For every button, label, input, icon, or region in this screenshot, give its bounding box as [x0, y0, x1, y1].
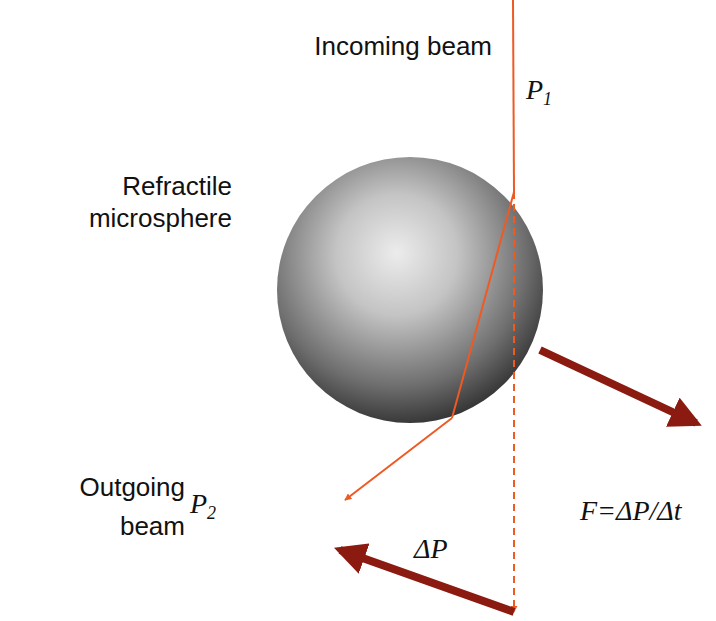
momentum-change-label: ΔP: [414, 535, 474, 563]
force-arrow: [540, 350, 696, 423]
outgoing-beam-line: [345, 418, 452, 500]
label-holder: Refractile microsphere: [32, 170, 232, 234]
momentum-symbol: P2: [190, 490, 240, 522]
label-holder: F=ΔP/Δt: [580, 497, 710, 525]
force-formula: F=ΔP/Δt: [580, 497, 710, 525]
undeflected-beam-line: [513, 192, 515, 612]
refracted-beam-line: [452, 192, 514, 418]
sphere-label: Refractile microsphere: [32, 170, 232, 234]
momentum-symbol: P1: [526, 76, 586, 108]
label-holder: P1: [526, 76, 586, 108]
beam-label: Incoming beam: [292, 28, 492, 65]
beam-label: Outgoing beam: [15, 468, 185, 546]
microsphere: [277, 157, 543, 423]
label-holder: Incoming beam: [292, 28, 492, 65]
label-holder: ΔP: [414, 535, 474, 563]
incoming-beam-line: [513, 0, 514, 192]
label-holder: Outgoing beam: [15, 468, 185, 546]
label-holder: P2: [190, 490, 240, 522]
